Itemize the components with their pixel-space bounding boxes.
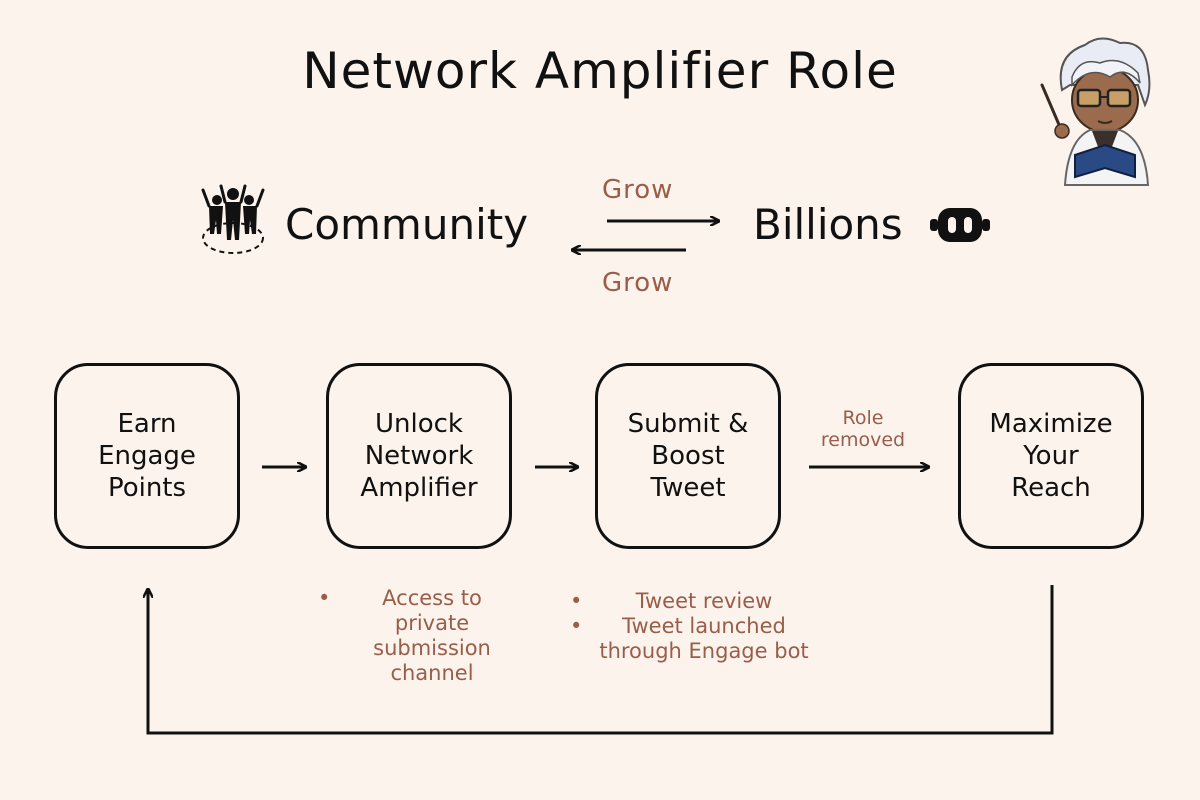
submit-notes: Tweet review Tweet launched through Enga… [570,589,810,664]
step-earn-points: Earn Engage Points [54,363,240,549]
role-removed-label: Role removed [820,407,906,451]
step-unlock-amplifier: Unlock Network Amplifier [326,363,512,549]
step-label: Unlock Network Amplifier [360,409,478,503]
step-label: Submit & Boost Tweet [627,409,749,503]
note-item: Tweet launched through Engage bot [570,614,810,664]
step-label: Earn Engage Points [98,409,196,503]
unlock-notes: Access to private submission channel [318,586,518,686]
grow-bottom-label: Grow [602,268,674,298]
note-item: Access to private submission channel [318,586,518,686]
note-item: Tweet review [570,589,810,614]
community-label: Community [285,200,529,249]
step-maximize-reach: Maximize Your Reach [958,363,1144,549]
page-title: Network Amplifier Role [302,42,898,100]
step-label: Maximize Your Reach [989,409,1113,503]
billions-label: Billions [753,200,903,249]
grow-top-label: Grow [602,175,674,205]
step-submit-boost: Submit & Boost Tweet [595,363,781,549]
